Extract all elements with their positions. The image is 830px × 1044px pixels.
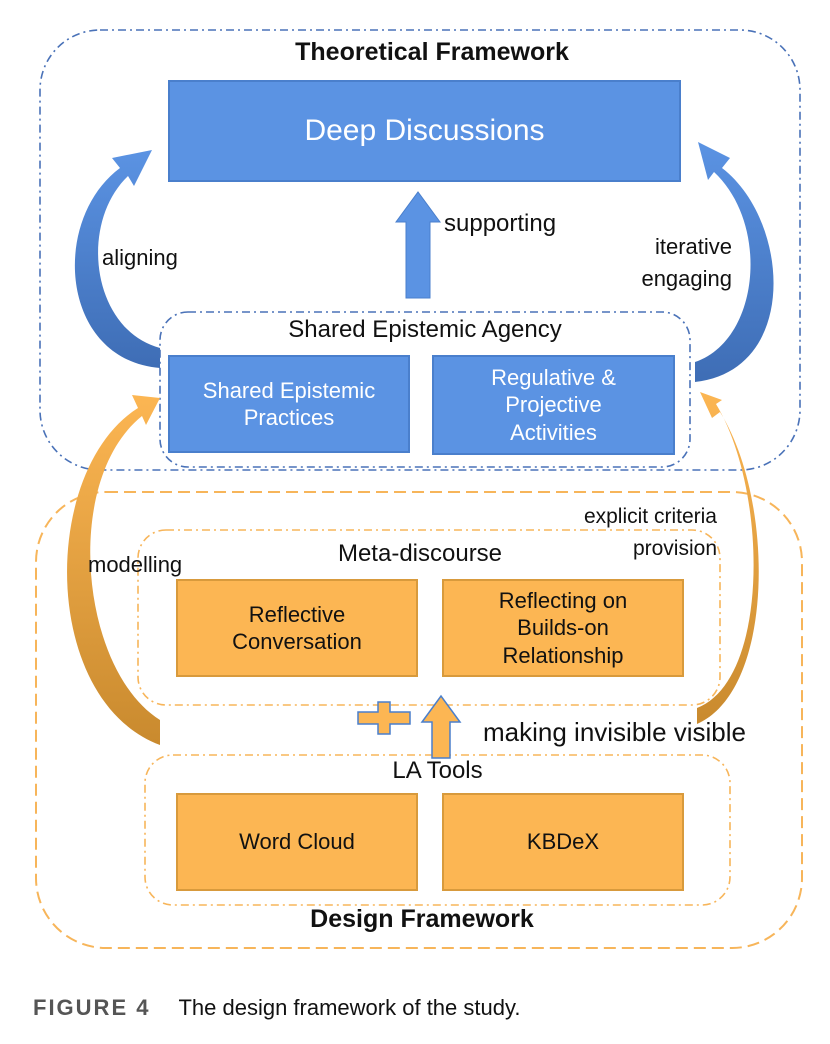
- word-cloud-label: Word Cloud: [239, 829, 355, 855]
- la-tools-title: LA Tools: [392, 757, 483, 784]
- engaging-label: engaging: [641, 266, 732, 291]
- supporting-label: supporting: [444, 210, 557, 237]
- theoretical-framework-title: Theoretical Framework: [295, 38, 569, 66]
- regulative-projective-box: Regulative & Projective Activities: [432, 355, 675, 455]
- reflective-conversation-box: Reflective Conversation: [176, 579, 418, 677]
- design-framework-container: [35, 491, 803, 949]
- explicit-criteria-arrow-icon: [697, 392, 759, 724]
- kbdex-box: KBDeX: [442, 793, 684, 891]
- explicit-criteria-label: explicit criteria: [583, 505, 717, 528]
- design-framework-title: Design Framework: [310, 905, 534, 933]
- iterative-label: iterative: [654, 234, 732, 259]
- regulative-projective-label: Regulative & Projective Activities: [491, 364, 616, 445]
- supporting-arrow-icon: [395, 191, 441, 299]
- word-cloud-box: Word Cloud: [176, 793, 418, 891]
- aligning-arrow-icon: [74, 150, 160, 368]
- modelling-label: modelling: [88, 552, 183, 577]
- agency-group-container: [159, 311, 691, 468]
- kbdex-label: KBDeX: [526, 829, 600, 855]
- meta-discourse-container: [137, 529, 721, 706]
- figure-caption-text: The design framework of the study.: [178, 995, 521, 1020]
- provision-label: provision: [632, 537, 717, 560]
- figure-number: FIGURE 4: [33, 995, 151, 1020]
- plus-icon: [357, 701, 411, 735]
- aligning-label: aligning: [102, 245, 178, 270]
- shared-epistemic-practices-box: Shared Epistemic Practices: [168, 355, 410, 453]
- making-invisible-visible-label: making invisible visible: [483, 717, 746, 747]
- deep-discussions-box: Deep Discussions: [168, 80, 681, 182]
- iterative-engaging-arrow-icon: [695, 142, 774, 382]
- shared-epistemic-practices-label: Shared Epistemic Practices: [202, 377, 376, 431]
- modelling-arrow-icon: [67, 395, 160, 745]
- reflecting-builds-on-label: Reflecting on Builds-on Relationship: [498, 587, 628, 668]
- deep-discussions-label: Deep Discussions: [304, 114, 545, 148]
- agency-group-title: Shared Epistemic Agency: [288, 316, 562, 343]
- meta-discourse-title: Meta-discourse: [337, 540, 503, 567]
- theoretical-framework-container: [39, 29, 801, 471]
- figure-caption: FIGURE 4 The design framework of the stud…: [33, 995, 520, 1021]
- making-visible-arrow-icon: [420, 694, 462, 759]
- reflecting-builds-on-box: Reflecting on Builds-on Relationship: [442, 579, 684, 677]
- reflective-conversation-label: Reflective Conversation: [232, 601, 362, 655]
